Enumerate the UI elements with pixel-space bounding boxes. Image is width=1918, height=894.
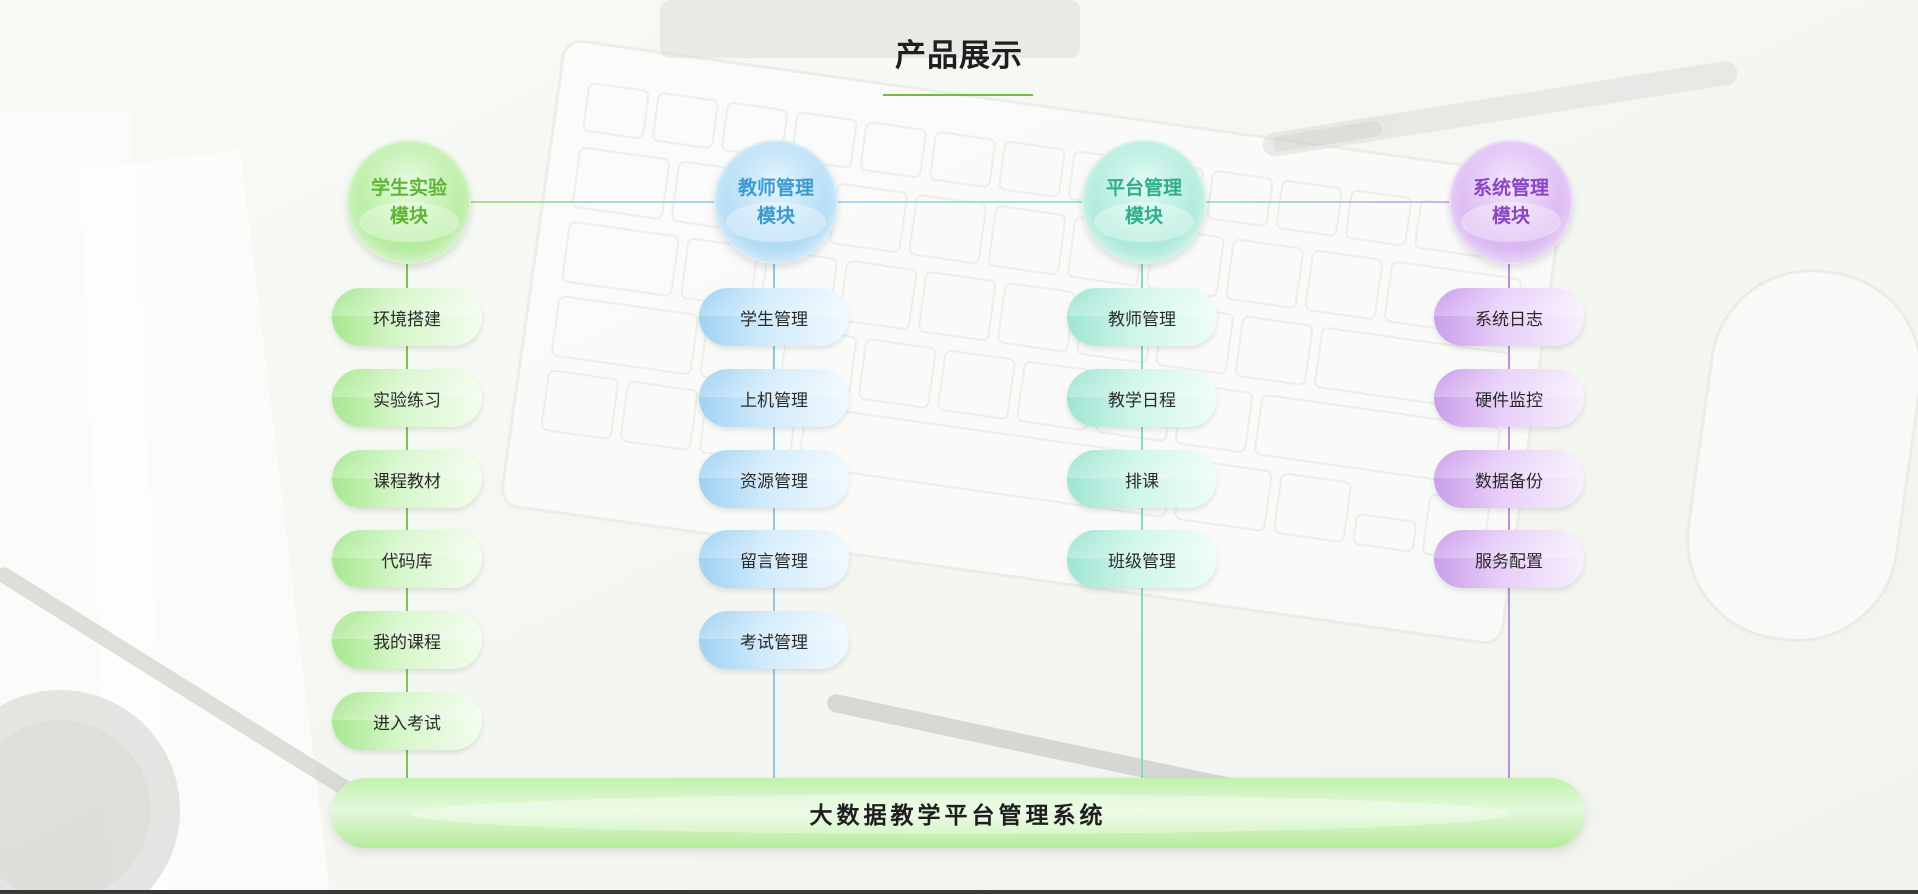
item-course-scheduling[interactable]: 排课 [1067,450,1217,508]
item-lab-session-management[interactable]: 上机管理 [699,369,849,427]
module-system-management[interactable]: 系统管理 模块 [1449,140,1573,264]
item-code-library[interactable]: 代码库 [332,530,482,588]
item-student-management[interactable]: 学生管理 [699,288,849,346]
module-platform-management[interactable]: 平台管理 模块 [1082,140,1206,264]
item-my-courses[interactable]: 我的课程 [332,611,482,669]
item-label: 代码库 [381,551,433,572]
item-data-backup[interactable]: 数据备份 [1434,450,1584,508]
item-class-management[interactable]: 班级管理 [1067,530,1217,588]
item-label: 留言管理 [740,551,808,572]
item-exam-management[interactable]: 考试管理 [699,611,849,669]
item-label: 课程教材 [373,471,441,492]
item-label: 考试管理 [740,632,808,653]
module-title: 学生实验 模块 [370,177,447,227]
item-label: 环境搭建 [373,309,441,330]
module-title: 平台管理 模块 [1105,177,1182,227]
item-label: 班级管理 [1108,551,1176,572]
connector-teal-purple [1201,201,1451,203]
item-enter-exam[interactable]: 进入考试 [332,692,482,750]
item-hardware-monitor[interactable]: 硬件监控 [1434,369,1584,427]
item-teacher-management[interactable]: 教师管理 [1067,288,1217,346]
item-label: 资源管理 [740,471,808,492]
item-system-log[interactable]: 系统日志 [1434,288,1584,346]
item-course-material[interactable]: 课程教材 [332,450,482,508]
connector-green-blue [467,201,715,203]
item-label: 服务配置 [1475,551,1543,572]
item-label: 硬件监控 [1475,390,1543,411]
title-underline [883,94,1033,96]
item-label: 系统日志 [1475,309,1543,330]
module-teacher-management[interactable]: 教师管理 模块 [714,140,838,264]
platform-name: 大数据教学平台管理系统 [809,803,1107,829]
item-label: 教学日程 [1108,390,1176,411]
platform-base-bar: 大数据教学平台管理系统 [331,778,1585,848]
stem-purple [1508,260,1510,780]
item-label: 教师管理 [1108,309,1176,330]
item-label: 进入考试 [373,713,441,734]
item-environment-setup[interactable]: 环境搭建 [332,288,482,346]
page-title: 产品展示 [895,38,1023,74]
item-label: 上机管理 [740,390,808,411]
module-title: 教师管理 模块 [737,177,814,227]
footer-strip [0,890,1918,894]
item-label: 排课 [1125,471,1159,492]
stem-blue [773,260,775,780]
item-message-management[interactable]: 留言管理 [699,530,849,588]
item-label: 数据备份 [1475,471,1543,492]
module-title: 系统管理 模块 [1472,177,1549,227]
stem-green [406,260,408,780]
item-service-config[interactable]: 服务配置 [1434,530,1584,588]
stem-teal [1141,260,1143,780]
item-label: 学生管理 [740,309,808,330]
item-label: 我的课程 [373,632,441,653]
connector-blue-teal [834,201,1084,203]
item-label: 实验练习 [373,390,441,411]
item-teaching-schedule[interactable]: 教学日程 [1067,369,1217,427]
item-resource-management[interactable]: 资源管理 [699,450,849,508]
item-lab-practice[interactable]: 实验练习 [332,369,482,427]
module-student-lab[interactable]: 学生实验 模块 [347,140,471,264]
